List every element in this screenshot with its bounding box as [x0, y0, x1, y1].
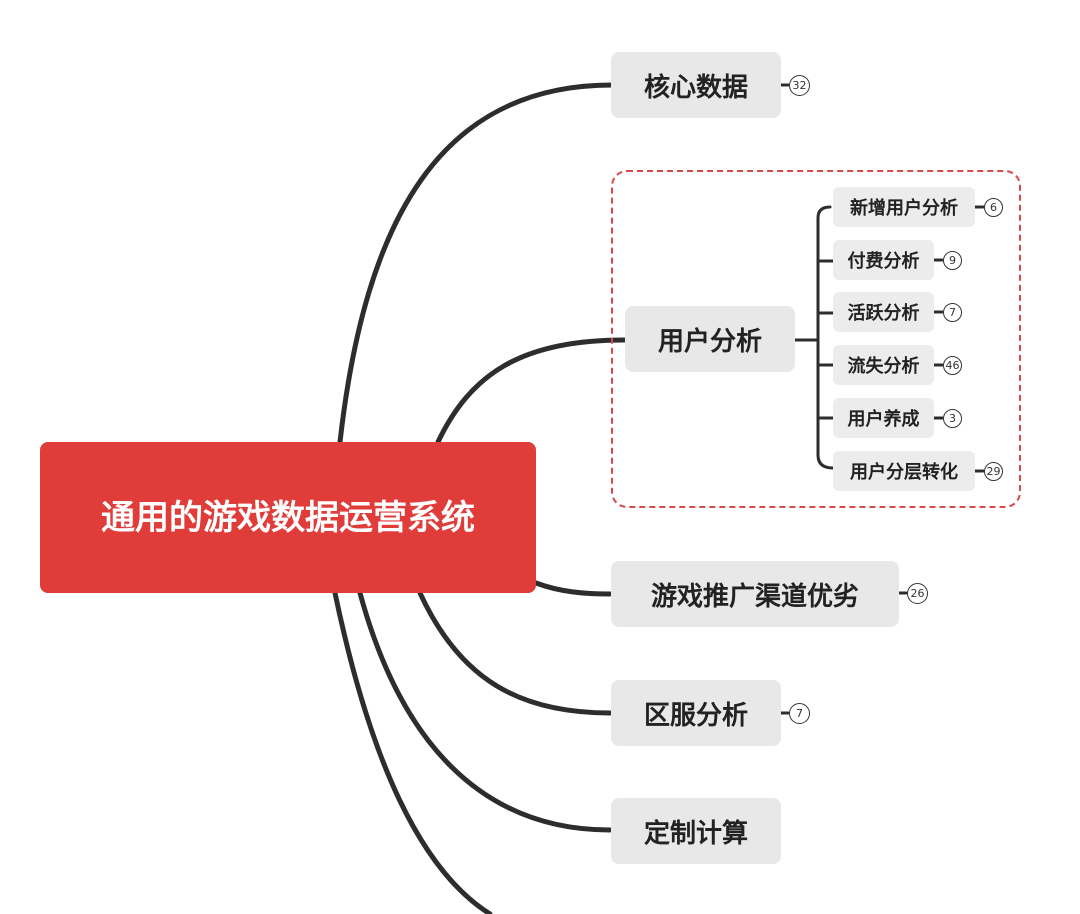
branch-server-analysis-count: 7 [789, 703, 810, 724]
branch-custom-compute-label: 定制计算 [643, 818, 748, 849]
link-core [337, 82, 615, 445]
sub-active-count: 7 [943, 303, 962, 322]
link-user [435, 337, 627, 445]
sub-segmentation-label: 用户分层转化 [850, 462, 958, 483]
sub-churn-label: 流失分析 [847, 356, 920, 377]
branch-user-analysis[interactable]: 用户分析 [625, 306, 795, 372]
sub-cultivation-label: 用户养成 [847, 409, 920, 430]
link-server [417, 590, 613, 716]
sub-churn-count: 46 [943, 356, 962, 375]
sub-segmentation[interactable]: 用户分层转化 [833, 451, 975, 491]
branch-core-data-count: 32 [789, 75, 810, 96]
branch-promotion-channels-label: 游戏推广渠道优劣 [650, 581, 859, 612]
sub-active-label: 活跃分析 [847, 303, 920, 324]
sub-payment[interactable]: 付费分析 [833, 240, 934, 280]
branch-promotion-channels[interactable]: 游戏推广渠道优劣 [611, 561, 899, 627]
sub-segmentation-count: 29 [984, 462, 1003, 481]
branch-promotion-channels-count: 26 [907, 583, 928, 604]
link-user-trunk [816, 205, 835, 470]
link-custom [357, 590, 613, 833]
sub-new-users[interactable]: 新增用户分析 [833, 187, 975, 227]
sub-active[interactable]: 活跃分析 [833, 292, 934, 332]
sub-new-users-label: 新增用户分析 [850, 198, 958, 219]
root-label: 通用的游戏数据运营系统 [101, 497, 475, 538]
sub-payment-label: 付费分析 [847, 251, 920, 272]
branch-server-analysis-label: 区服分析 [643, 700, 748, 731]
branch-server-analysis[interactable]: 区服分析 [611, 680, 781, 746]
link-offscreen [332, 590, 493, 914]
branch-core-data[interactable]: 核心数据 [611, 52, 781, 118]
sub-cultivation[interactable]: 用户养成 [833, 398, 934, 438]
sub-payment-count: 9 [943, 251, 962, 270]
branch-core-data-label: 核心数据 [643, 72, 748, 103]
branch-user-analysis-label: 用户分析 [657, 326, 762, 357]
root-node[interactable]: 通用的游戏数据运营系统 [40, 442, 536, 593]
branch-custom-compute[interactable]: 定制计算 [611, 798, 781, 864]
sub-new-users-count: 6 [984, 198, 1003, 217]
sub-churn[interactable]: 流失分析 [833, 345, 934, 385]
sub-cultivation-count: 3 [943, 409, 962, 428]
link-channel [533, 580, 613, 597]
user-analysis-group [611, 170, 1021, 508]
